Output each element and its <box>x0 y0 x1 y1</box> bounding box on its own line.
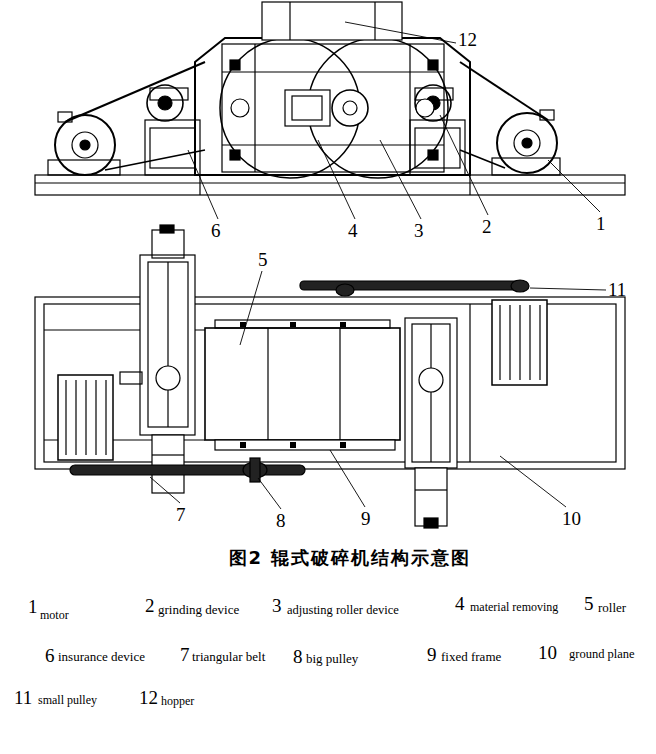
legend-text: adjusting roller device <box>287 604 399 618</box>
legend-text: fixed frame <box>441 650 501 664</box>
legend-text: hopper <box>161 695 194 708</box>
legend-number: 10 <box>538 643 557 664</box>
callout-number: 8 <box>276 511 286 532</box>
legend-number: 5 <box>584 594 594 615</box>
callout-number: 6 <box>211 221 221 242</box>
legend-number: 6 <box>45 646 55 667</box>
callout-number: 11 <box>608 280 626 301</box>
callout-number: 9 <box>361 509 371 530</box>
legend-number: 11 <box>14 688 32 709</box>
legend-text: triangular belt <box>192 650 265 664</box>
callout-number: 2 <box>482 217 492 238</box>
legend-number: 9 <box>427 645 437 666</box>
legend-text: big pulley <box>306 652 358 666</box>
legend-number: 7 <box>180 645 190 666</box>
callout-number: 10 <box>562 509 581 530</box>
legend-text: small pulley <box>38 694 97 707</box>
callout-number: 4 <box>348 221 358 242</box>
callout-number: 5 <box>258 250 268 271</box>
legend-text: ground plane <box>569 648 635 662</box>
figure-caption: 图2 辊式破碎机结构示意图 <box>229 548 472 568</box>
legend-text: motor <box>40 609 69 622</box>
legend-number: 4 <box>455 594 465 615</box>
legend-text: roller <box>598 601 626 615</box>
legend-text: insurance device <box>58 650 145 664</box>
callout-number: 12 <box>458 30 477 51</box>
legend-text: material removing <box>470 601 558 614</box>
legend-number: 8 <box>293 647 303 668</box>
legend-number: 3 <box>272 596 282 617</box>
callout-number: 7 <box>176 505 186 526</box>
legend-number: 12 <box>139 688 158 709</box>
legend-number: 1 <box>28 597 38 618</box>
callout-number: 1 <box>596 214 606 235</box>
callout-number: 3 <box>414 221 424 242</box>
legend-text: grinding device <box>158 603 239 617</box>
legend-number: 2 <box>145 596 155 617</box>
